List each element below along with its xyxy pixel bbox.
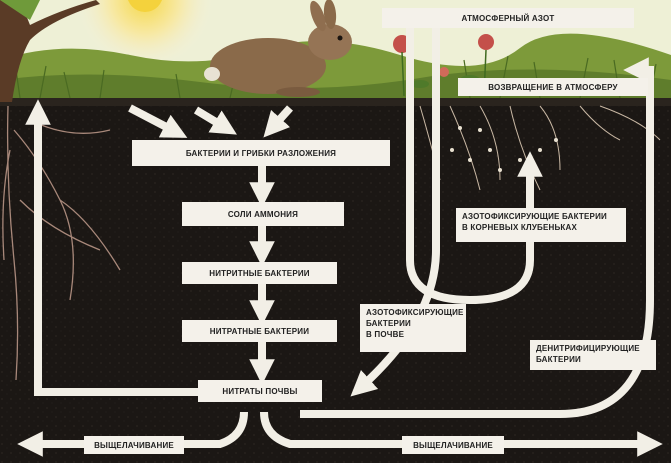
label-soil-fixing-bacteria: АЗОТОФИКСИРУЮЩИЕ БАКТЕРИИ В ПОЧВЕ — [360, 304, 466, 352]
label-return-to-atmosphere: ВОЗВРАЩЕНИЕ В АТМОСФЕРУ — [458, 78, 648, 96]
label-root-nodule-bacteria: АЗОТОФИКСИРУЮЩИЕ БАКТЕРИИ В КОРНЕВЫХ КЛУ… — [456, 208, 626, 242]
sun-icon — [128, 0, 162, 12]
label-ammonium-salts: СОЛИ АММОНИЯ — [182, 202, 344, 226]
label-atmospheric-nitrogen: АТМОСФЕРНЫЙ АЗОТ — [382, 8, 634, 28]
label-soil-nitrates: НИТРАТЫ ПОЧВЫ — [198, 380, 322, 402]
arrow-from-rabbit — [263, 105, 293, 138]
arrow-uptake-left — [25, 99, 200, 396]
flow-arrows — [17, 24, 663, 457]
label-decomposers: БАКТЕРИИ И ГРИБКИ РАЗЛОЖЕНИЯ — [132, 140, 390, 166]
root-icon-right — [419, 105, 661, 191]
label-denitrifying-bacteria: ДЕНИТРИФИЦИРУЮЩИЕ БАКТЕРИИ — [530, 340, 656, 370]
arrow-leaching-right — [260, 411, 663, 457]
rabbit-icon — [204, 0, 352, 97]
arrow-leaching-left — [17, 411, 248, 457]
arrow-nodule-fixation — [406, 24, 543, 305]
soil-surface-line — [0, 98, 671, 106]
arrow-from-grass — [193, 106, 237, 135]
arrow-from-tree — [128, 104, 188, 138]
arrow-denitrification — [300, 57, 654, 418]
label-leaching-left: ВЫЩЕЛАЧИВАНИЕ — [84, 436, 184, 454]
tree-icon — [0, 0, 100, 102]
label-nitrite-bacteria: НИТРИТНЫЕ БАКТЕРИИ — [182, 262, 337, 284]
label-nitrate-bacteria: НИТРАТНЫЕ БАКТЕРИИ — [182, 320, 337, 342]
label-leaching-right: ВЫЩЕЛАЧИВАНИЕ — [402, 436, 504, 454]
